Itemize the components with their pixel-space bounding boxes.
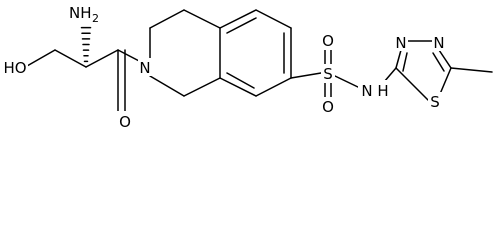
atom-sulfonyl-sulfur-label: S — [323, 65, 333, 83]
atom-sulfonyl-oxygen-bottom: O — [320, 97, 336, 116]
atom-sulfonyl-oxygen-top: O — [320, 31, 336, 50]
bond-c8-c8a — [219, 77, 257, 97]
atom-amine: NH 2 — [67, 2, 103, 25]
atom-sulfonyl-oxygen-top-label: O — [322, 32, 334, 50]
bond-c5-s1 — [439, 67, 452, 95]
atom-ring-nitrogen-label: N — [139, 59, 150, 77]
atom-sulfonamide-n-label: N — [361, 82, 372, 100]
atom-hydroxyl: HO — [2, 57, 28, 77]
bond-c2-n3-b — [402, 52, 408, 72]
atom-amine-subscript: 2 — [92, 12, 99, 25]
bond-aromatic-inner-3 — [226, 72, 255, 89]
bond-n4-c5-a — [438, 49, 452, 69]
atom-layer: HO NH 2 N O S O — [2, 2, 446, 131]
bond-c2-n3-a — [395, 49, 402, 69]
bond-n-c1 — [149, 75, 185, 97]
atom-thiadiazole-sulfur-label: S — [430, 93, 440, 111]
bond-ho-ch2 — [26, 49, 56, 67]
atom-thiadiazole-n4: N — [432, 33, 446, 52]
bond-c1-c8a — [183, 77, 221, 97]
atom-ring-nitrogen: N — [138, 58, 152, 77]
atom-thiadiazole-n3: N — [394, 33, 408, 52]
bond-c3-c4 — [149, 9, 185, 29]
atom-carbonyl-oxygen: O — [117, 111, 133, 131]
bond-s-nh — [334, 75, 361, 89]
atom-amine-label: NH — [69, 4, 92, 22]
molecule-diagram: HO NH 2 N O S O — [2, 2, 493, 131]
bond-s1-c2 — [395, 67, 429, 101]
bond-c7-s — [290, 72, 322, 79]
bond-c5-methyl — [450, 67, 493, 73]
bond-c4-c4a — [183, 9, 221, 29]
bond-n4-c5-b — [432, 52, 445, 72]
bond-layer — [26, 9, 493, 114]
structure-svg: HO NH 2 N O S O — [2, 2, 493, 131]
bond-c5-c6 — [255, 9, 292, 29]
bond-aromatic-inner-1 — [226, 17, 257, 34]
atom-sulfonyl-oxygen-bottom-label: O — [322, 98, 334, 116]
atom-thiadiazole-n3-label: N — [395, 34, 406, 52]
atom-sulfonyl-sulfur: S — [321, 64, 335, 83]
atom-carbonyl-oxygen-label: O — [119, 113, 131, 131]
atom-sulfonamide-h-label: H — [377, 82, 388, 100]
atom-thiadiazole-sulfur: S — [428, 92, 442, 111]
bond-c4a-c5 — [219, 9, 257, 29]
bond-c7-c8 — [255, 77, 292, 97]
atom-thiadiazole-n4-label: N — [433, 34, 444, 52]
bond-calpha-carbonyl — [85, 49, 119, 68]
bond-nh-c2 — [383, 67, 397, 83]
atom-sulfonamide-nh: N H — [358, 80, 392, 100]
bond-ch2-calpha — [54, 49, 87, 68]
atom-hydroxyl-label: HO — [3, 59, 26, 77]
